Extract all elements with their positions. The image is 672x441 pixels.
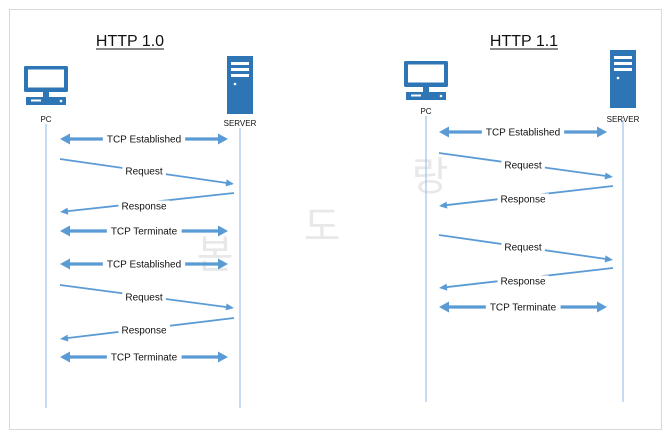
message-to-server: Request (438, 152, 613, 180)
connection-arrow-head-right (218, 225, 228, 237)
message-to-server: Request (59, 158, 234, 187)
server-light (233, 82, 237, 86)
server-slot (614, 56, 632, 59)
server-body (610, 50, 636, 108)
connection-label-bg (106, 350, 182, 364)
pc-power-light (59, 99, 63, 103)
connection-arrow-head-left (439, 126, 449, 138)
message-to-server: Request (59, 284, 234, 311)
server-slot (231, 62, 249, 65)
connection-arrow-head-left (439, 301, 449, 313)
response-label-bg (497, 275, 549, 289)
connection-label-bg (481, 125, 565, 139)
panel-title: HTTP 1.0 (96, 33, 164, 50)
connection-label: TCP Established (107, 260, 181, 271)
message-both: TCP Terminate (439, 300, 607, 314)
pc-case (406, 92, 446, 100)
response-label: Response (500, 277, 545, 288)
connection-label: TCP Established (486, 128, 560, 139)
pc-case (26, 97, 66, 105)
server-light (616, 76, 620, 80)
response-arrow-head (439, 201, 448, 209)
response-arrow-head (60, 207, 69, 215)
request-label: Request (504, 243, 541, 254)
server-body (227, 56, 253, 114)
pc-monitor-stand (43, 92, 49, 97)
request-arrow-head (604, 172, 613, 180)
server-label: SERVER (224, 119, 257, 128)
connection-label: TCP Established (107, 135, 181, 146)
request-arrow-head (225, 179, 234, 187)
connection-arrow-head-right (218, 351, 228, 363)
connection-label: TCP Terminate (111, 227, 178, 238)
message-both: TCP Terminate (60, 350, 228, 364)
connection-arrow-head-left (60, 351, 70, 363)
pc-monitor-stand (423, 87, 429, 92)
request-label-bg (122, 291, 166, 305)
connection-label: TCP Terminate (490, 303, 557, 314)
response-arrow-head (439, 283, 448, 291)
server-slot (231, 74, 249, 77)
response-label-bg (497, 193, 549, 207)
message-to-server: Request (438, 234, 613, 263)
response-label-bg (118, 200, 170, 214)
pc-drive-slot (411, 94, 421, 97)
connection-label: TCP Terminate (111, 353, 178, 364)
server-slot (614, 62, 632, 65)
pc-drive-slot (31, 99, 41, 102)
response-arrow-head (60, 334, 69, 342)
watermark-char: 도 (304, 205, 341, 249)
response-label: Response (121, 326, 166, 337)
response-label: Response (121, 202, 166, 213)
response-label: Response (500, 195, 545, 206)
message-both: TCP Established (60, 132, 228, 146)
request-label: Request (125, 293, 162, 304)
watermark-char: 본 (197, 233, 234, 277)
message-to-client: Response (60, 317, 235, 342)
message-to-client: Response (439, 185, 614, 209)
connection-label-bg (102, 132, 186, 146)
message-to-client: Response (439, 267, 614, 291)
watermark-char: 랑 (412, 155, 449, 199)
message-both: TCP Established (60, 257, 228, 271)
request-arrow-head (225, 303, 234, 311)
pc-power-light (439, 94, 443, 98)
request-label: Request (125, 167, 162, 178)
server-slot (614, 68, 632, 71)
pc-monitor-screen (408, 64, 444, 83)
pc-icon (24, 66, 68, 105)
request-label-bg (501, 241, 545, 255)
connection-arrow-head-right (218, 258, 228, 270)
pc-icon (404, 61, 448, 100)
request-label: Request (504, 161, 541, 172)
server-label: SERVER (607, 115, 640, 124)
message-to-client: Response (60, 192, 235, 215)
request-label-bg (501, 159, 545, 173)
panel-title: HTTP 1.1 (490, 33, 558, 50)
connection-arrow-head-right (597, 301, 607, 313)
connection-arrow-head-right (218, 133, 228, 145)
response-label-bg (118, 324, 170, 338)
message-both: TCP Terminate (60, 224, 228, 238)
pc-monitor-screen (28, 69, 64, 88)
connection-arrow-head-right (597, 126, 607, 138)
server-slot (231, 68, 249, 71)
message-both: TCP Established (439, 125, 607, 139)
connection-arrow-head-left (60, 225, 70, 237)
connection-arrow-head-left (60, 133, 70, 145)
server-icon (227, 56, 253, 114)
client-label: PC (420, 107, 431, 116)
connection-label-bg (106, 224, 182, 238)
server-icon (610, 50, 636, 108)
client-label: PC (40, 115, 51, 124)
connection-label-bg (485, 300, 561, 314)
connection-arrow-head-left (60, 258, 70, 270)
request-label-bg (122, 165, 166, 179)
request-arrow-head (604, 255, 613, 263)
connection-label-bg (102, 257, 186, 271)
